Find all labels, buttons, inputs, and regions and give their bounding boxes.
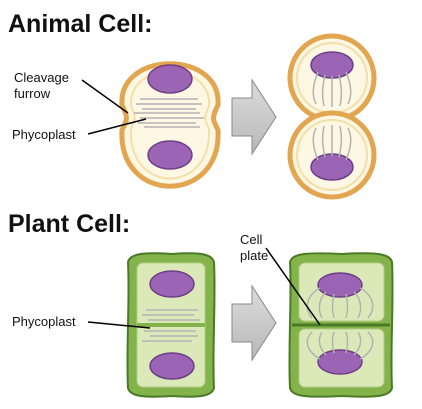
daughter-top-spindle	[312, 71, 352, 107]
plant-cell-heading: Plant Cell:	[8, 210, 130, 238]
animal-daughter-cell-bottom	[287, 110, 377, 200]
animal-nucleus-bottom	[147, 140, 193, 170]
animal-nucleus-top	[147, 64, 193, 94]
cleavage-furrow-label-line2: furrow	[14, 86, 51, 101]
phycoplast-plant-pointer	[87, 321, 151, 329]
phycoplast-animal-label: Phycoplast	[12, 127, 76, 142]
animal-cell-membrane	[119, 61, 221, 189]
plant-dividing-cell	[126, 252, 216, 398]
cell-plate-label-line1: Cell	[240, 232, 263, 247]
cleavage-furrow-pointer	[81, 79, 129, 114]
cell-plate-pointer	[265, 247, 321, 326]
daughter-bottom-spindle	[312, 125, 352, 161]
plant-left-nucleus-top	[149, 270, 195, 298]
animal-phycoplast	[134, 98, 204, 128]
plant-right-nucleus-top	[317, 272, 363, 298]
cell-plate-label-line2: plate	[240, 248, 268, 263]
animal-dividing-cell	[119, 61, 221, 189]
plant-right-nucleus-bottom	[317, 349, 363, 375]
phycoplast-animal-pointer	[87, 118, 147, 135]
animal-arrow	[231, 78, 277, 156]
phycoplast-plant-label: Phycoplast	[12, 314, 76, 329]
plant-phycoplast	[142, 309, 200, 342]
animal-daughter-cell-top	[287, 33, 377, 123]
plant-right-spindle-top	[306, 287, 374, 319]
cleavage-furrow-label-line1: Cleavage	[14, 70, 69, 85]
plant-left-nucleus-bottom	[149, 352, 195, 380]
plant-right-spindle-bottom	[306, 331, 374, 360]
plant-divided-cells	[288, 252, 394, 398]
plant-arrow	[231, 284, 277, 362]
animal-cell-heading: Animal Cell:	[8, 10, 152, 38]
